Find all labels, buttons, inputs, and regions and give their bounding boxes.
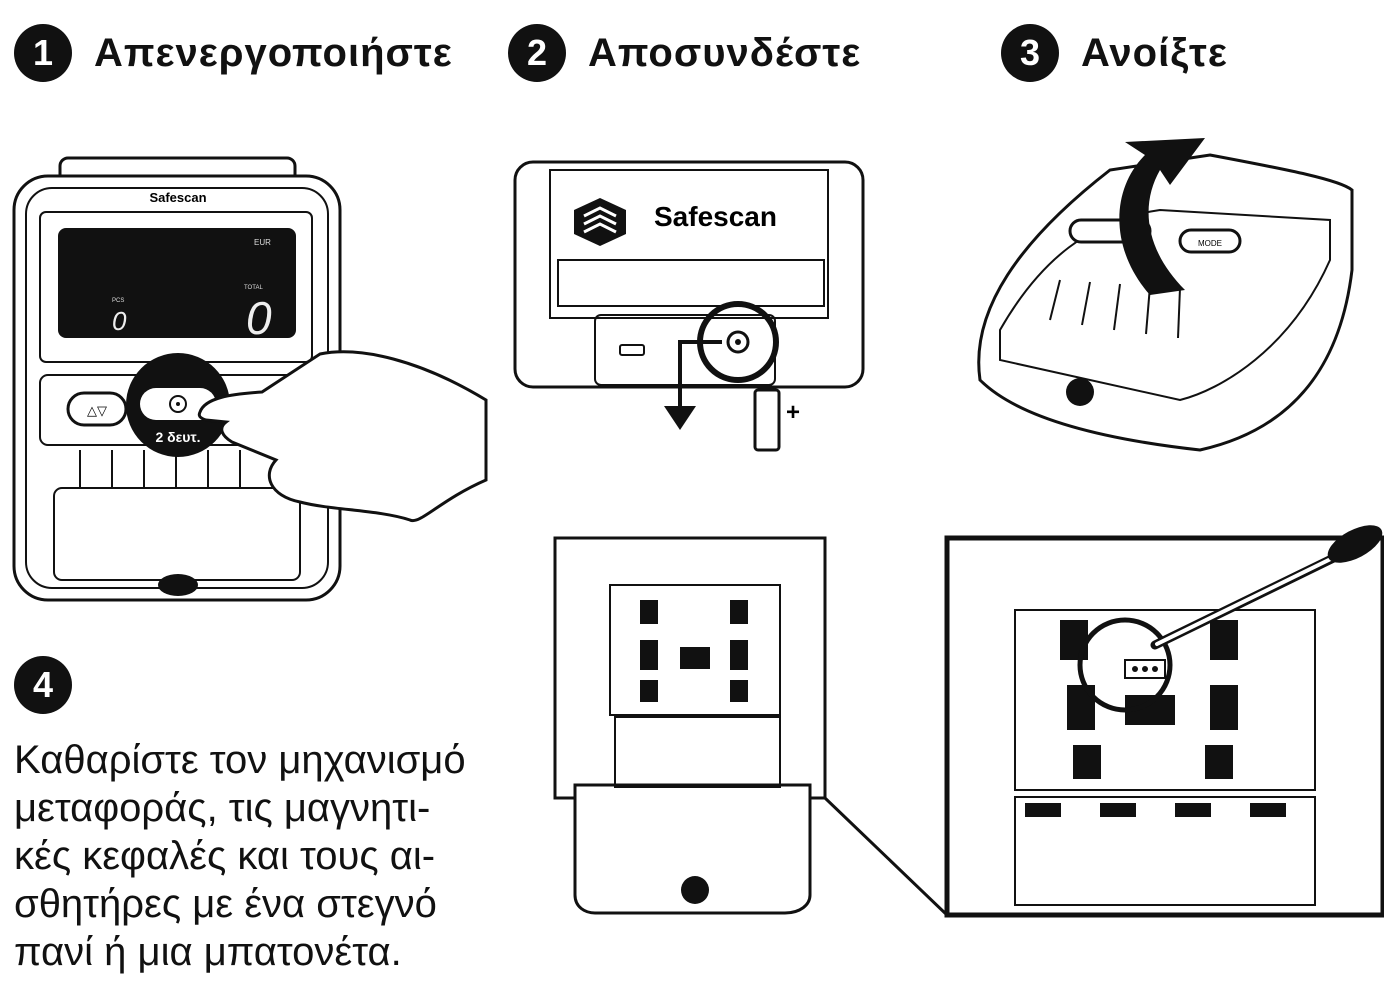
power-jack-icon	[726, 330, 750, 354]
mechanism-illustration	[553, 525, 1384, 918]
unplug-arrow-icon	[678, 340, 722, 410]
zoom-bottom-blocks	[1025, 803, 1286, 817]
step-4-line: μεταφοράς, τις μαγνητι-	[14, 786, 431, 830]
step-3-title: Ανοίξτε	[1081, 30, 1228, 75]
arrows-button	[66, 391, 128, 427]
lcd-pcs-value: 0	[112, 306, 127, 336]
step-1-header: 1 Απενεργοποιήστε	[14, 24, 453, 82]
step-4-number: 4	[14, 656, 72, 714]
mechanism-zoom-frame	[944, 535, 1384, 918]
front-brand-label: Safescan	[149, 190, 206, 205]
back-brand-label: Safescan	[654, 201, 777, 232]
lcd-currency: EUR	[254, 238, 271, 247]
step-1-title: Απενεργοποιήστε	[94, 30, 453, 75]
step-3-header: 3 Ανοίξτε	[1001, 24, 1228, 82]
plus-icon: +	[786, 399, 800, 426]
step-1-number: 1	[14, 24, 72, 82]
ticks	[79, 450, 241, 488]
lcd-display	[58, 228, 296, 338]
lcd-pcs-label: PCS	[112, 298, 124, 304]
power-button-icon	[169, 395, 187, 413]
hand-icon	[197, 350, 488, 523]
front-logo-icon	[158, 574, 198, 596]
overview-sensors	[640, 600, 748, 702]
step-2-number: 2	[508, 24, 566, 82]
zoom-highlight-circle	[1077, 617, 1173, 713]
step-2-header: 2 Αποσυνδέστε	[508, 24, 861, 82]
arrows-label: △▽	[87, 403, 107, 418]
open-lid-arrow-icon	[1119, 138, 1205, 295]
lcd-total-label: TOTAL	[244, 285, 263, 291]
step-4-line: Καθαρίστε τον μηχανισμό	[14, 738, 466, 782]
mode-button	[1178, 228, 1242, 254]
step-4-line: σθητήρες με ένα στεγνό	[14, 882, 437, 926]
lcd-total-value: 0	[246, 292, 272, 344]
device-open-illustration: MODE	[977, 138, 1354, 452]
hold-time-label: 2 δευτ.	[155, 429, 200, 445]
zoom-sensors	[1060, 620, 1238, 779]
step-4-line: κές κεφαλές και τους αι-	[14, 834, 436, 878]
device-front-illustration: Safescan EUR PCS TOTAL 0 0 △▽ 2 δευτ.	[12, 156, 488, 602]
mode-button-label: MODE	[1198, 239, 1222, 248]
step-4-line: πανί ή μια μπατονέτα.	[14, 930, 402, 974]
step-3-number: 3	[1001, 24, 1059, 82]
step-2-title: Αποσυνδέστε	[588, 30, 862, 75]
power-plug-icon	[753, 388, 781, 452]
step-4-instructions: Καθαρίστε τον μηχανισμό μεταφοράς, τις μ…	[14, 736, 534, 976]
safescan-logo-icon	[574, 198, 626, 246]
device-logo-icon	[1066, 378, 1094, 406]
overview-logo-icon	[681, 876, 709, 904]
usb-port-icon	[619, 344, 645, 356]
device-back-illustration: Safescan +	[513, 160, 865, 452]
